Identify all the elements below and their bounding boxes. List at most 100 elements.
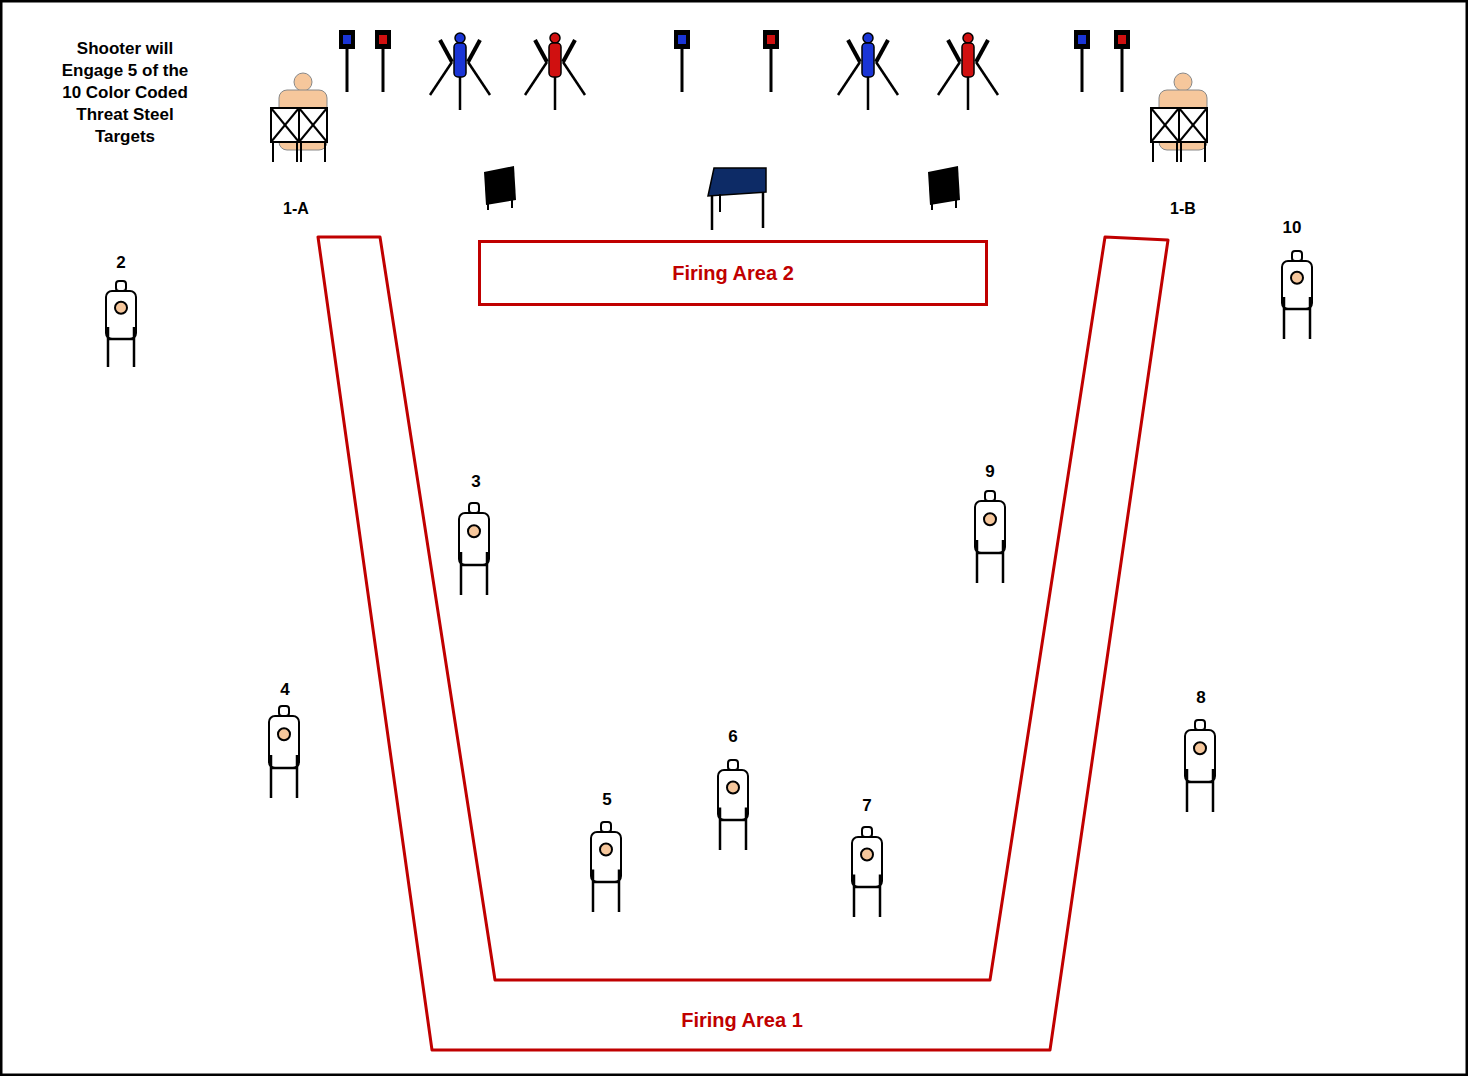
- shape: [876, 62, 898, 95]
- target-number: 4: [280, 680, 289, 700]
- shape: [382, 48, 385, 92]
- shape: [1179, 108, 1207, 142]
- shape: [487, 200, 489, 210]
- shape: [563, 40, 575, 62]
- shape: [963, 33, 973, 43]
- shape: [1204, 142, 1206, 162]
- shape: [271, 108, 299, 142]
- shape: [853, 875, 856, 918]
- target-number: 7: [862, 796, 871, 816]
- shape: [133, 327, 136, 367]
- shape: [511, 198, 513, 208]
- shape: [955, 198, 957, 208]
- shape: [931, 200, 933, 210]
- steel-silhouette: [938, 33, 998, 110]
- shape: [108, 338, 134, 341]
- shape: [486, 552, 489, 595]
- shape: [1074, 30, 1090, 49]
- paper-target: [459, 503, 489, 595]
- shape: [600, 844, 612, 856]
- shape: [549, 43, 561, 77]
- shape: [343, 35, 351, 44]
- target-number: 1-B: [1170, 200, 1196, 218]
- paper-target: [718, 760, 748, 850]
- no-shoot-target: [1151, 73, 1207, 162]
- area-label: Firing Area 2: [672, 262, 794, 285]
- shape: [762, 192, 765, 228]
- targets: [106, 30, 1312, 917]
- shape: [300, 142, 302, 162]
- shape: [867, 75, 870, 110]
- shape: [1118, 35, 1126, 44]
- shape: [745, 808, 748, 851]
- shape: [592, 870, 595, 913]
- shape: [838, 62, 860, 95]
- paper-target: [1282, 251, 1312, 339]
- target-number: 6: [728, 727, 737, 747]
- shape: [379, 35, 387, 44]
- shape: [770, 48, 773, 92]
- shape: [296, 142, 298, 162]
- no-shoot-target: [271, 73, 327, 162]
- shape: [271, 108, 299, 142]
- target-number: 2: [116, 253, 125, 273]
- shape: [984, 513, 996, 525]
- shape: [728, 760, 738, 770]
- shape: [862, 827, 872, 837]
- shape: [976, 62, 998, 95]
- steel-plate: [375, 30, 391, 92]
- shape: [977, 552, 1003, 555]
- shape: [1179, 108, 1207, 142]
- shape: [1283, 297, 1286, 339]
- shape: [454, 43, 466, 77]
- steel-plate: [339, 30, 355, 92]
- shape: [861, 849, 873, 861]
- shape: [763, 30, 779, 49]
- shape: [854, 886, 880, 889]
- shape: [430, 62, 452, 95]
- shape: [461, 564, 487, 567]
- shape: [1081, 48, 1084, 92]
- shape: [718, 770, 748, 820]
- shape: [469, 503, 479, 513]
- shape: [324, 142, 326, 162]
- firing-area-outline: Firing Area 1: [316, 234, 1172, 1054]
- steel-silhouette: [525, 33, 585, 110]
- steel-plate: [763, 30, 779, 92]
- shape: [1121, 48, 1124, 92]
- shape: [1195, 720, 1205, 730]
- target-number: 1-A: [283, 200, 309, 218]
- shape: [1309, 297, 1312, 339]
- target-number: 3: [471, 472, 480, 492]
- shape: [708, 168, 766, 196]
- shape: [593, 881, 619, 884]
- shape: [938, 62, 960, 95]
- shape: [269, 716, 299, 768]
- shape: [1291, 272, 1303, 284]
- stage-note: Shooter will Engage 5 of the 10 Color Co…: [50, 38, 200, 148]
- shape: [618, 870, 621, 913]
- shape: [271, 767, 297, 770]
- shape: [468, 40, 480, 62]
- shape: [459, 75, 462, 110]
- shape: [1152, 142, 1154, 162]
- shape: [876, 40, 888, 62]
- shape: [346, 48, 349, 92]
- shape: [591, 832, 621, 882]
- shape: [116, 281, 126, 291]
- shape: [272, 142, 274, 162]
- shape: [727, 782, 739, 794]
- area-rect: [480, 242, 987, 305]
- shape: [975, 501, 1005, 553]
- target-number: 5: [602, 790, 611, 810]
- shape: [106, 291, 136, 339]
- shape: [767, 35, 775, 44]
- steel-plate: [1074, 30, 1090, 92]
- shape: [1151, 108, 1179, 142]
- shape: [299, 108, 327, 142]
- target-number: 9: [985, 462, 994, 482]
- shape: [375, 30, 391, 49]
- shape: [1078, 35, 1086, 44]
- shape: [720, 819, 746, 822]
